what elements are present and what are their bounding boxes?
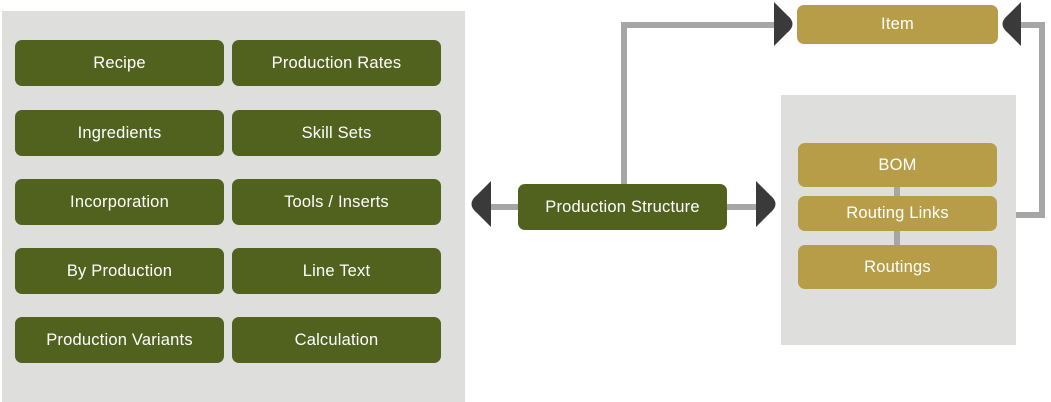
node-label: Ingredients bbox=[77, 123, 162, 142]
connector-routing-links-to-routings bbox=[894, 228, 900, 248]
node-label: Item bbox=[881, 15, 914, 34]
arrow-right-icon bbox=[756, 181, 781, 227]
node-label: BOM bbox=[878, 155, 917, 174]
node-recipe[interactable]: Recipe bbox=[15, 40, 224, 86]
node-routings[interactable]: Routings bbox=[798, 245, 997, 289]
arrow-left-icon bbox=[466, 181, 491, 227]
node-ingredients[interactable]: Ingredients bbox=[15, 110, 224, 156]
node-item[interactable]: Item bbox=[797, 5, 998, 44]
node-line-text[interactable]: Line Text bbox=[232, 248, 441, 294]
node-label: Calculation bbox=[294, 330, 379, 349]
node-tools-inserts[interactable]: Tools / Inserts bbox=[232, 179, 441, 225]
node-calculation[interactable]: Calculation bbox=[232, 317, 441, 363]
connector-routing-links-to-item-horizontal-top bbox=[1015, 22, 1045, 28]
connector-production-structure-to-item-horizontal bbox=[621, 22, 778, 28]
node-skill-sets[interactable]: Skill Sets bbox=[232, 110, 441, 156]
node-production-rates[interactable]: Production Rates bbox=[232, 40, 441, 86]
node-routing-links[interactable]: Routing Links bbox=[798, 196, 997, 231]
node-production-structure[interactable]: Production Structure bbox=[518, 184, 727, 230]
node-label: By Production bbox=[66, 261, 173, 280]
node-label: Routing Links bbox=[846, 204, 949, 223]
connector-production-structure-to-right-group bbox=[723, 204, 758, 210]
node-label: Recipe bbox=[93, 53, 146, 72]
connector-routing-links-to-item-vertical bbox=[1039, 22, 1045, 218]
node-by-production[interactable]: By Production bbox=[15, 248, 224, 294]
node-label: Routings bbox=[864, 257, 931, 276]
node-label: Line Text bbox=[302, 261, 371, 280]
node-production-variants[interactable]: Production Variants bbox=[15, 317, 224, 363]
node-label: Skill Sets bbox=[301, 123, 372, 142]
node-label: Production Structure bbox=[545, 197, 700, 216]
connector-production-structure-to-item-vertical bbox=[621, 22, 627, 190]
node-incorporation[interactable]: Incorporation bbox=[15, 179, 224, 225]
connector-bom-to-routing-links bbox=[894, 184, 900, 199]
node-label: Production Rates bbox=[271, 53, 402, 72]
arrow-left-into-item-icon bbox=[997, 2, 1021, 46]
node-label: Production Variants bbox=[46, 330, 193, 349]
node-label: Tools / Inserts bbox=[284, 192, 389, 211]
node-label: Incorporation bbox=[70, 192, 169, 211]
connector-routing-links-to-item-horizontal-bottom bbox=[1016, 212, 1045, 218]
arrow-right-into-item-icon bbox=[774, 2, 798, 46]
node-bom[interactable]: BOM bbox=[798, 143, 997, 187]
connector-production-structure-to-left-group bbox=[489, 204, 523, 210]
